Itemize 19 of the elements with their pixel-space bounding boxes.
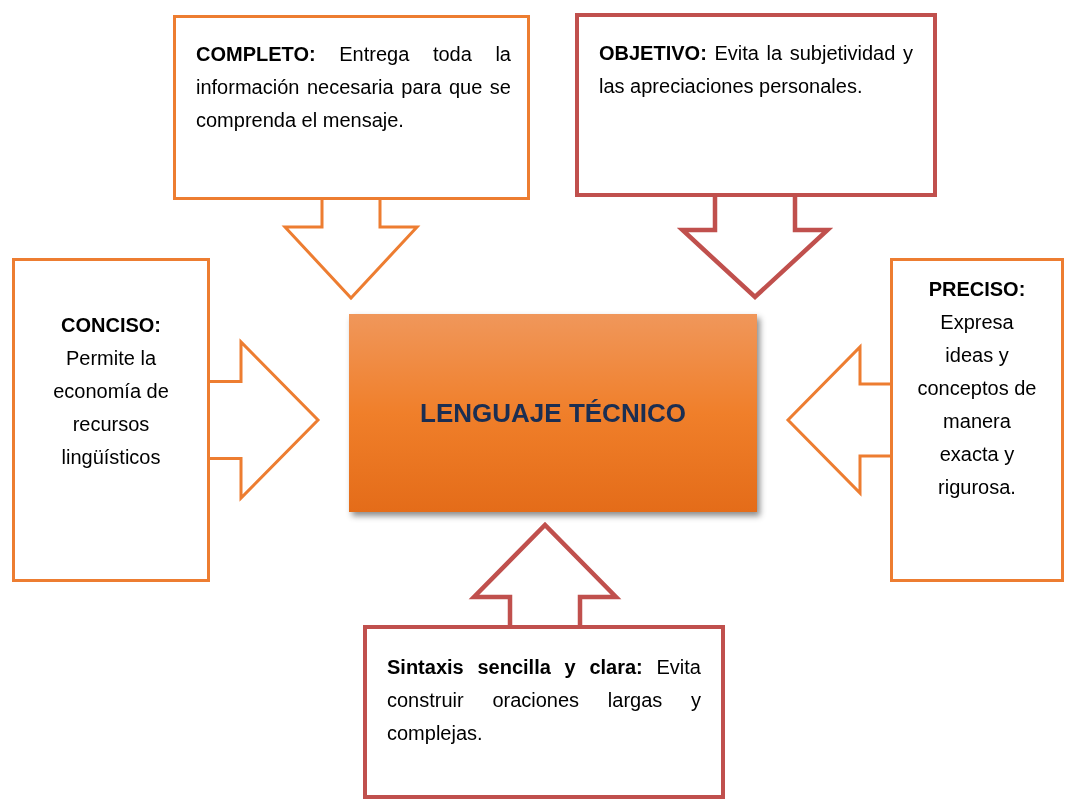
title-box	[349, 314, 757, 512]
callout-text: OBJETIVO: Evita la subjetividad y las apreciaciones personales.	[599, 41, 913, 99]
callout-text: Permite la economía de recursos lingüísticos	[52, 346, 170, 470]
block-arrow	[208, 338, 321, 502]
title-text: LENGUAJE TÉCNICO	[420, 396, 686, 430]
callout-box	[12, 258, 210, 582]
block-arrow	[785, 343, 892, 497]
callout-box	[173, 15, 530, 200]
block-arrow	[281, 198, 421, 301]
callout-box	[363, 625, 725, 799]
callout-text: Expresa ideas y conceptos de manera exacta y rigurosa.	[916, 310, 1038, 500]
callout-heading: PRECISO:	[927, 277, 1027, 302]
callout-text: Sintaxis sencilla y clara: Evita construir oraciones largas y complejas.	[387, 655, 701, 746]
callout-text: COMPLETO: Entrega toda la información necesaria para que se comprenda el mensaje.	[196, 42, 511, 133]
block-arrow	[676, 194, 834, 301]
callout-box	[890, 258, 1064, 582]
callout-box	[575, 13, 937, 197]
block-arrow	[468, 521, 622, 628]
callout-heading: CONCISO:	[60, 313, 162, 338]
